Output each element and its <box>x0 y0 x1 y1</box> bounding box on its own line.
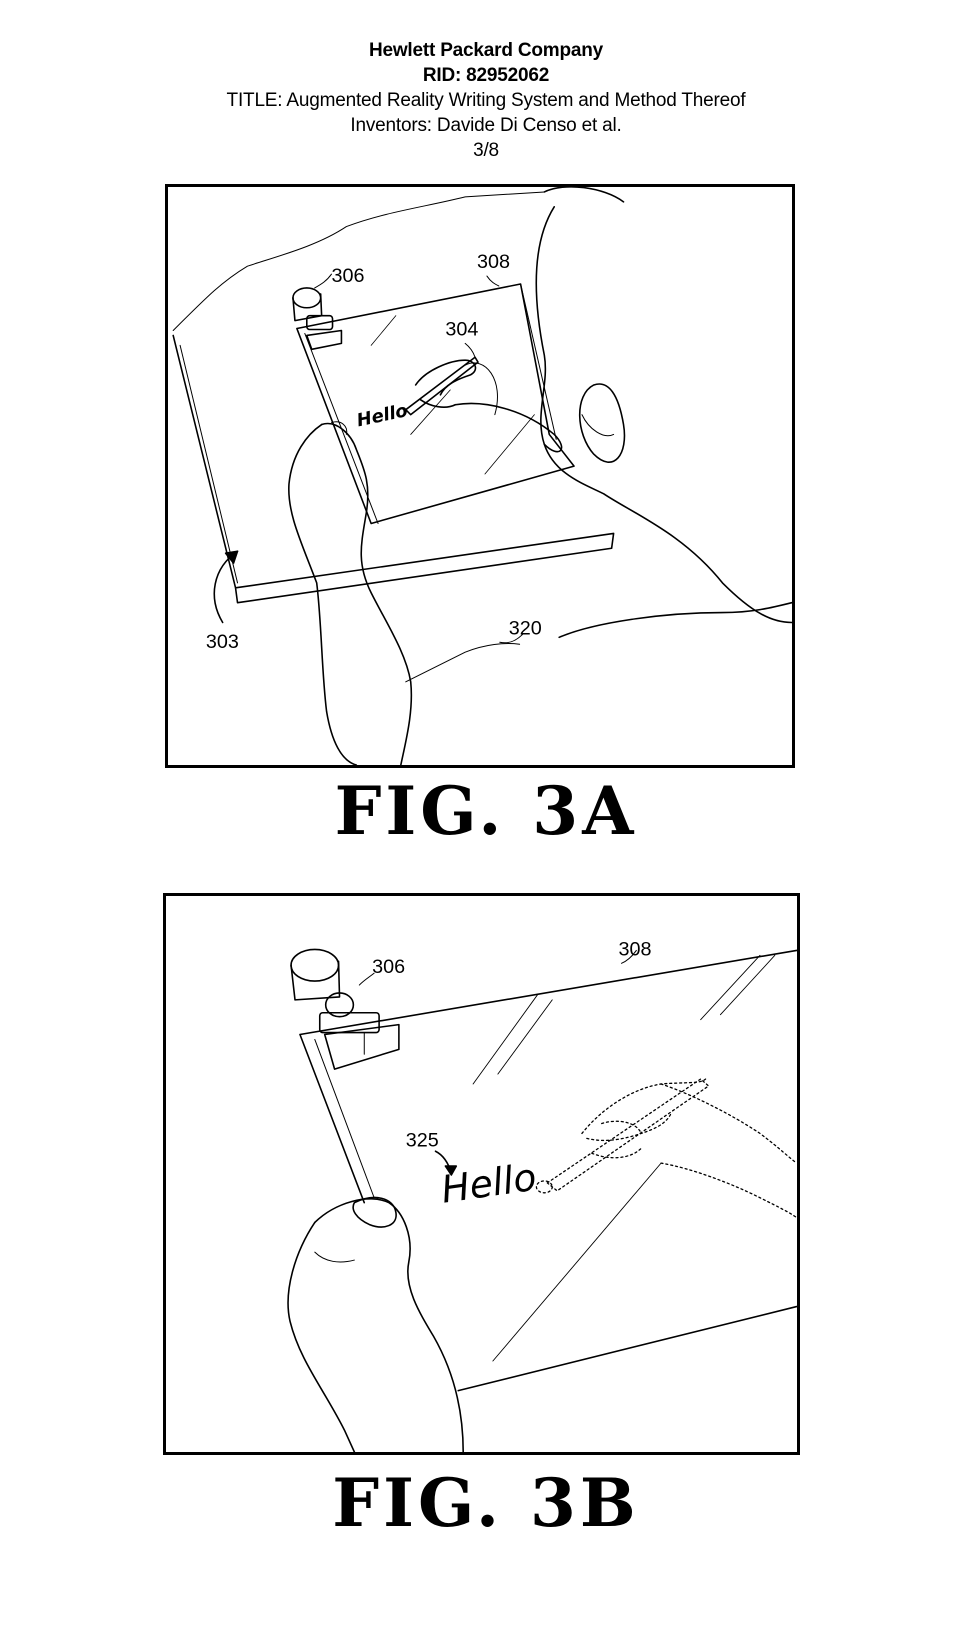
user-shirt <box>405 643 521 683</box>
panel-thickness <box>314 1038 375 1199</box>
device-303-outline <box>172 334 615 604</box>
device-303-edge <box>179 344 239 584</box>
camera-306 <box>290 948 400 1070</box>
panel-reflection-1 <box>410 389 451 435</box>
transparent-panel-308 <box>299 949 797 1392</box>
right-hand <box>414 359 563 453</box>
left-hand <box>287 1196 464 1452</box>
ref-320-3a: 320 <box>509 617 542 639</box>
leader-306 <box>314 273 333 289</box>
leader-308 <box>620 949 637 964</box>
ref-308-3b: 308 <box>619 938 652 960</box>
handwritten-hello-3a: Hello <box>355 400 410 431</box>
transparent-panel-308 <box>296 283 575 525</box>
panel-reflection-5 <box>492 1162 662 1362</box>
patent-title: TITLE: Augmented Reality Writing System … <box>226 90 746 111</box>
camera-306 <box>292 287 343 351</box>
figure-3b-frame: Hello 306 308 325 <box>163 893 800 1455</box>
handwritten-hello-3b: Hello <box>439 1155 539 1212</box>
panel-reflection-4 <box>719 954 776 1016</box>
leader-320 <box>499 633 524 644</box>
figure-3b-caption: FIG. 3B <box>332 1464 640 1542</box>
ref-306-3a: 306 <box>332 265 365 287</box>
ref-304-3a: 304 <box>445 318 478 340</box>
leader-308 <box>486 275 500 287</box>
panel-reflection-1 <box>472 994 538 1085</box>
leader-306 <box>358 972 375 986</box>
ref-303-3a: 303 <box>206 631 239 653</box>
figure-3a-drawing: Hello 306 308 304 303 320 <box>172 187 792 765</box>
figure-3a-caption: FIG. 3A <box>334 772 638 850</box>
background-contour <box>172 191 545 332</box>
sheet-number: 3/8 <box>473 140 499 161</box>
user-head-320 <box>535 187 792 624</box>
figure-3b-drawing: Hello 306 308 325 <box>287 938 797 1452</box>
patent-header: Hewlett Packard Company RID: 82952062 TI… <box>0 38 972 163</box>
panel-reflection-3 <box>700 954 761 1021</box>
virtual-hand-dotted <box>535 1078 797 1219</box>
ref-325-3b: 325 <box>406 1129 439 1151</box>
figure-3a-frame: Hello 306 308 304 303 320 <box>165 184 795 768</box>
leader-304 <box>464 342 476 358</box>
ref-308-3a: 308 <box>477 251 510 273</box>
ref-306-3b: 306 <box>372 956 405 978</box>
arrow-325-head <box>444 1165 458 1176</box>
inventors-line: Inventors: Davide Di Censo et al. <box>350 115 622 136</box>
rid-number: RID: 82952062 <box>422 65 550 86</box>
stylus-304 <box>404 356 479 416</box>
left-hand <box>288 421 413 765</box>
panel-reflection-2 <box>497 999 553 1075</box>
panel-reflection-3 <box>370 315 397 346</box>
arrow-303-head <box>224 550 239 564</box>
user-shoulder <box>558 601 792 639</box>
panel-side <box>520 283 557 440</box>
panel-reflection-2 <box>484 414 535 475</box>
company-name: Hewlett Packard Company <box>368 40 604 61</box>
